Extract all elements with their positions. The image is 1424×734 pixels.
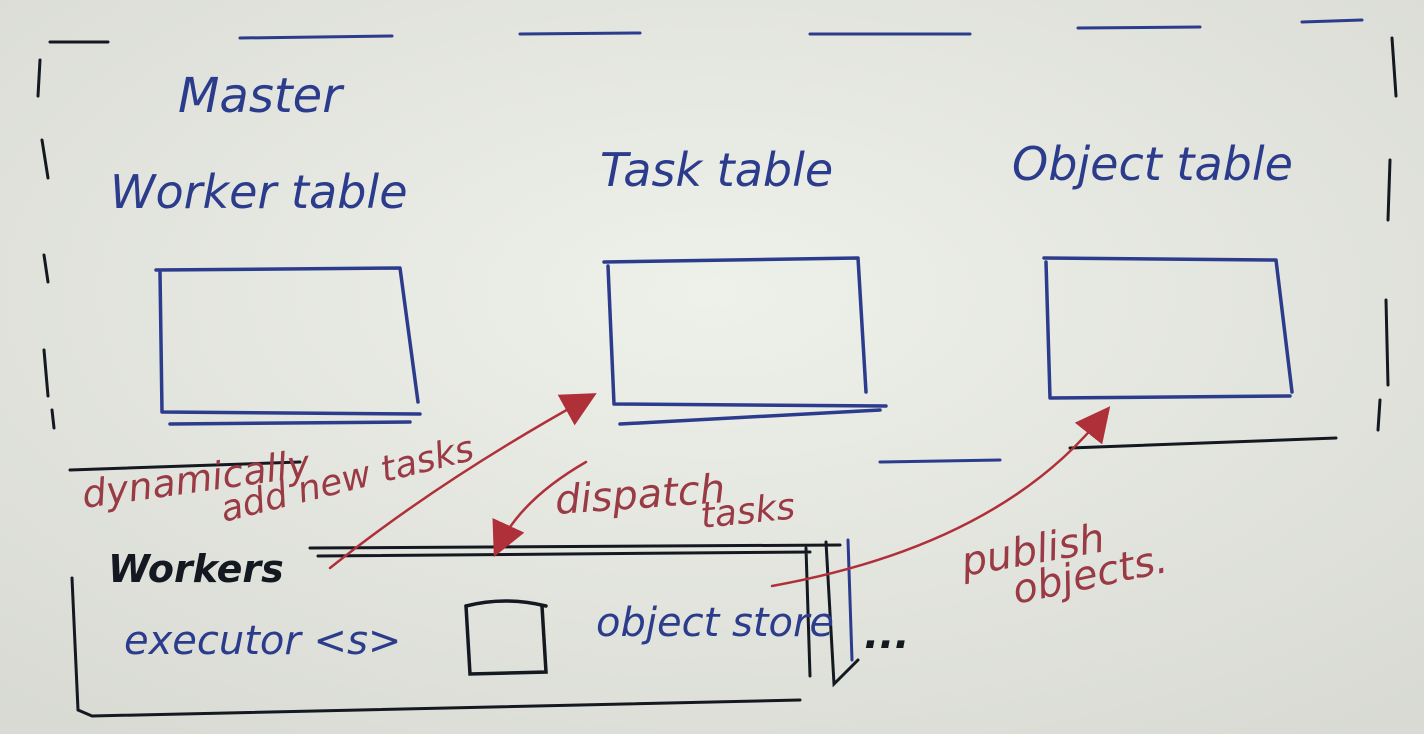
- object-table-label: Object table: [1012, 137, 1293, 191]
- dispatch-tasks-label-line2: tasks: [699, 486, 797, 537]
- master-boundary: [36, 18, 1398, 472]
- dispatch-tasks-arrow: [492, 460, 588, 558]
- object-table-box: [1042, 256, 1294, 400]
- master-title: Master: [178, 68, 345, 124]
- executor-label: executor <s>: [124, 618, 401, 664]
- task-table-box: [602, 256, 888, 426]
- more-workers-ellipsis: ...: [864, 612, 910, 658]
- worker-box-stack: [846, 538, 854, 662]
- worker-table-label: Worker table: [110, 165, 408, 219]
- object-store-icon: [464, 599, 548, 676]
- worker-table-box: [154, 266, 422, 426]
- object-store-label: object store: [596, 600, 834, 646]
- workers-label: Workers: [108, 547, 284, 591]
- add-tasks-arrow: [328, 393, 597, 570]
- task-table-label: Task table: [600, 143, 833, 197]
- publish-objects-arrow: [770, 406, 1111, 588]
- worker-box-outline: [70, 540, 860, 718]
